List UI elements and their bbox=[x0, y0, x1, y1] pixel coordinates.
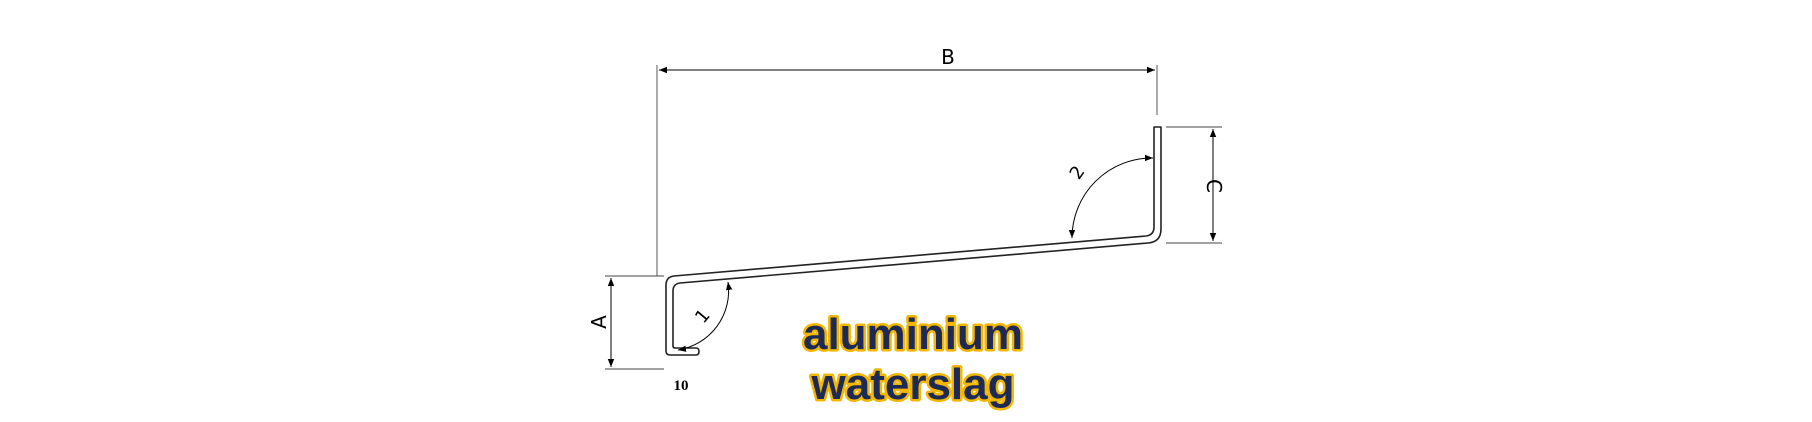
angle-2-label: 2 bbox=[1066, 162, 1090, 183]
dimension-c-label: C bbox=[1202, 179, 1226, 193]
brand-line-2: waterslag bbox=[811, 360, 1015, 409]
dimension-b-label: B bbox=[941, 45, 955, 69]
dimension-a-label: A bbox=[587, 315, 611, 329]
angle-2-arc bbox=[1068, 154, 1154, 239]
brand-line-1: aluminium bbox=[803, 310, 1023, 359]
dimension-lines bbox=[607, 66, 1217, 367]
angle-1-label: 1 bbox=[691, 305, 714, 327]
angle-1-arc bbox=[677, 281, 733, 352]
lip-dimension-label: 10 bbox=[674, 378, 689, 394]
extension-lines bbox=[605, 65, 1222, 370]
